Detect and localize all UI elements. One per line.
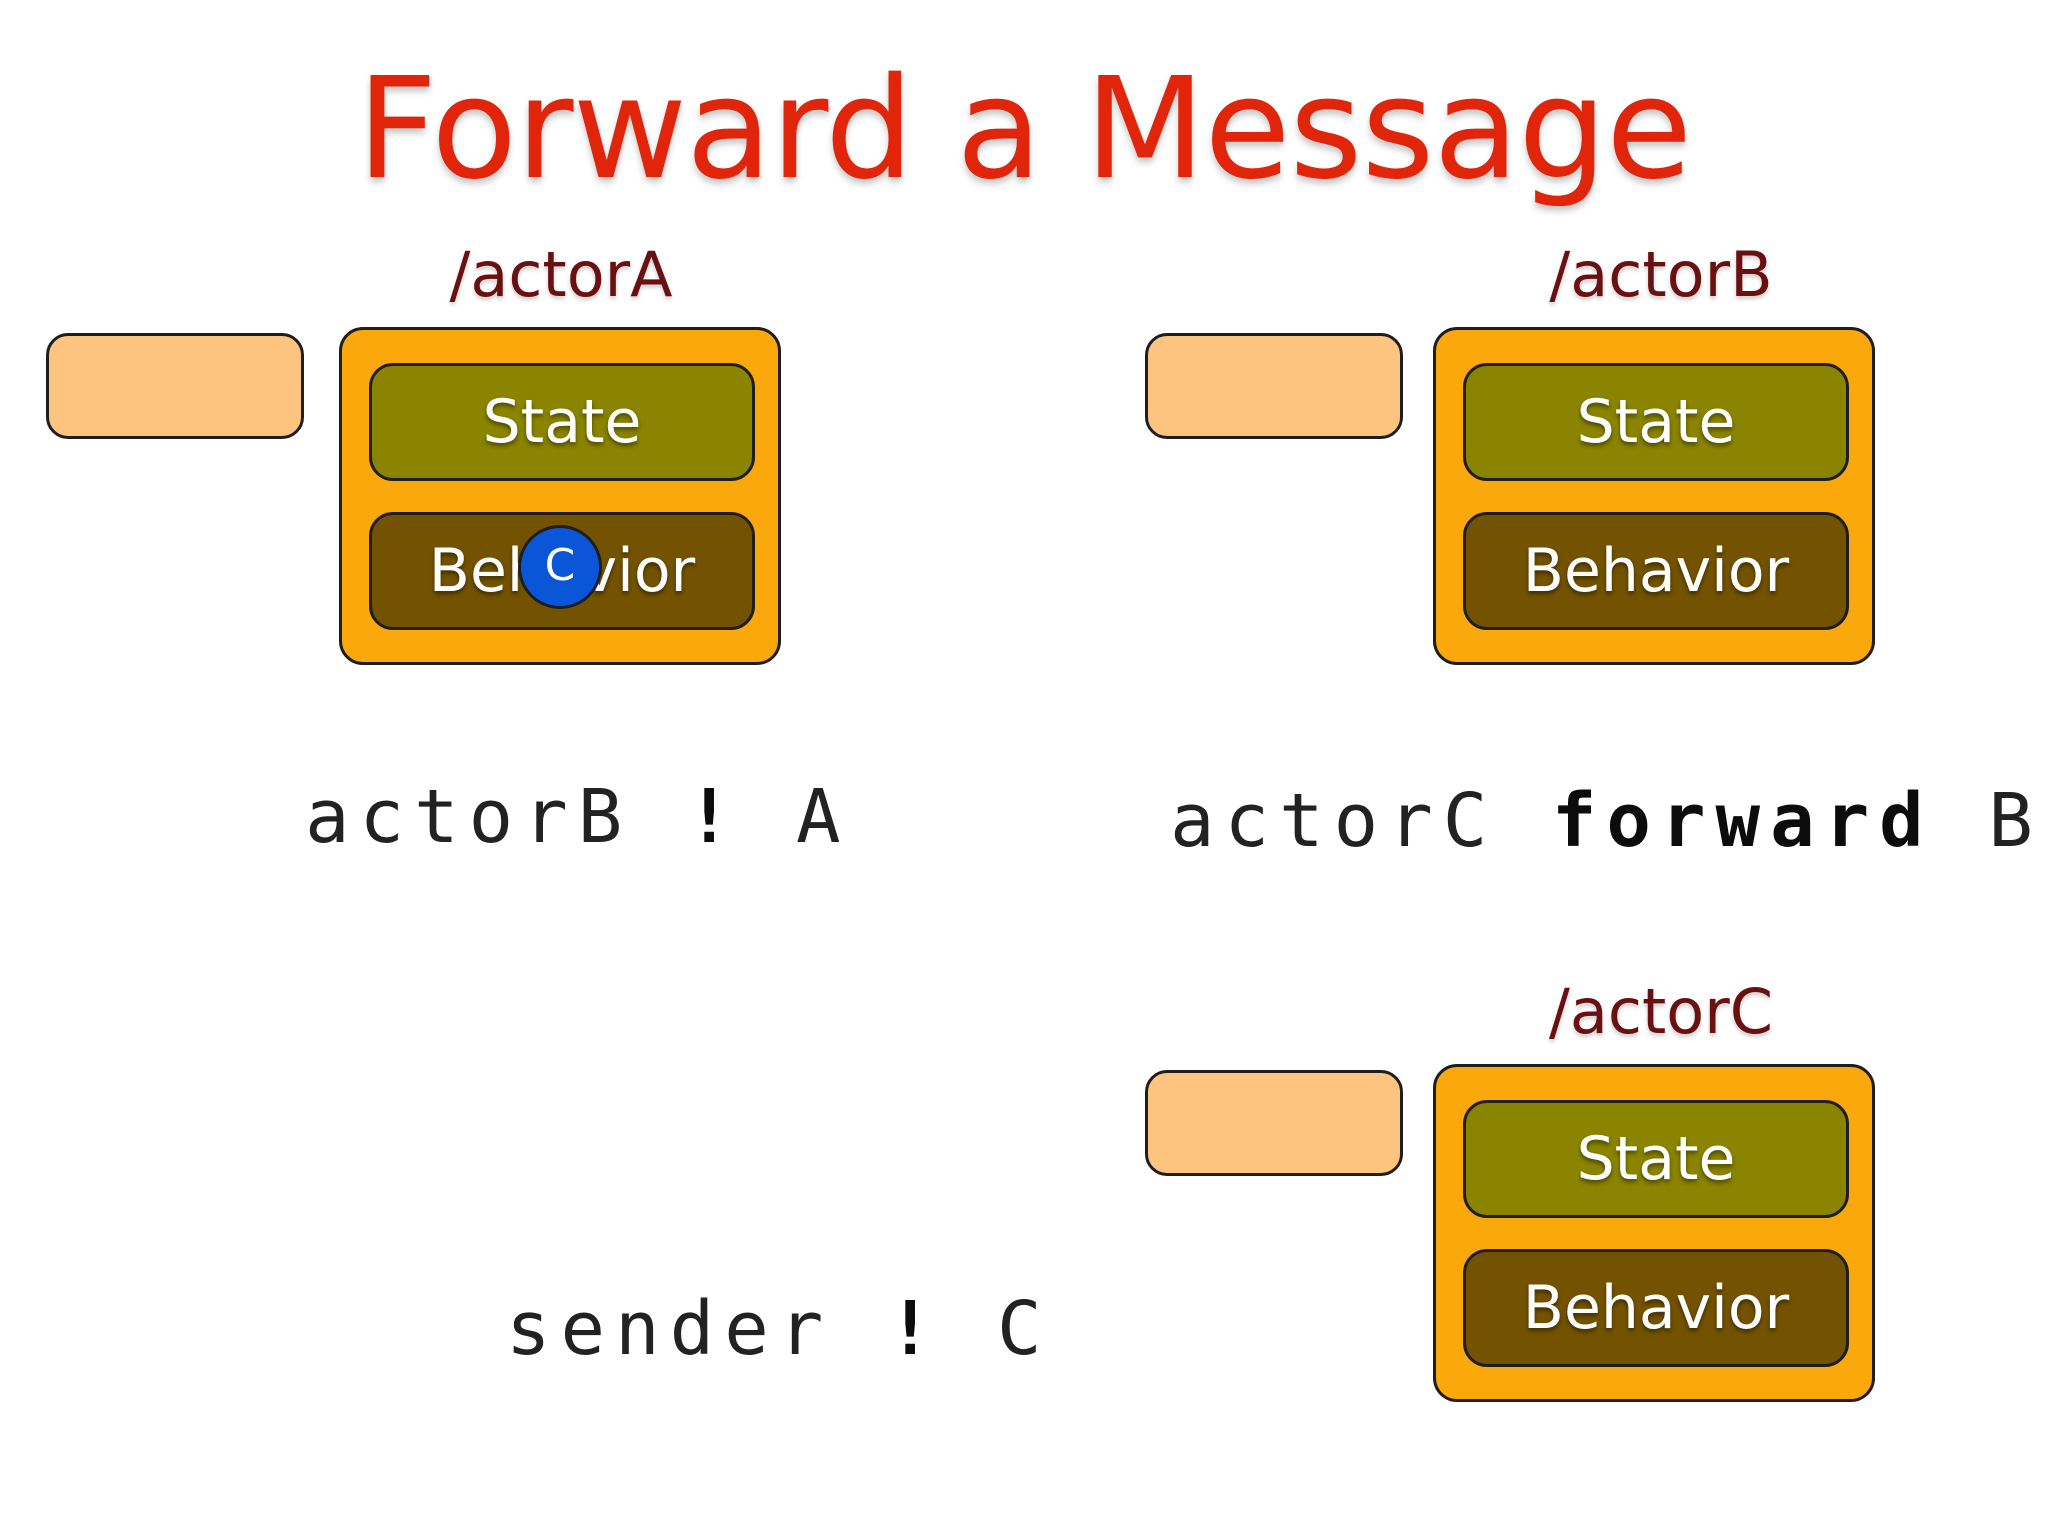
actor-c-behavior: Behavior — [1463, 1249, 1849, 1367]
actor-a-label: /actorA — [449, 238, 673, 311]
actor-b-state: State — [1463, 363, 1849, 481]
actor-b-label: /actorB — [1549, 238, 1773, 311]
code-line-3-msg: C — [997, 1286, 1052, 1372]
slide-title: Forward a Message — [356, 48, 1692, 211]
code-line-1-msg: A — [796, 774, 851, 860]
code-line-2: actorC forward B — [1170, 776, 2043, 866]
actor-c-state: State — [1463, 1100, 1849, 1218]
actor-b-behavior: Behavior — [1463, 512, 1849, 630]
message-c-circle: C — [518, 525, 602, 609]
code-line-3: sender ! C — [506, 1284, 1052, 1374]
code-line-2-target: actorC — [1170, 778, 1498, 864]
actor-c-label: /actorC — [1549, 975, 1773, 1048]
code-line-3-target: sender — [506, 1286, 834, 1372]
actor-a-box: State Behavior — [339, 327, 781, 665]
code-line-1-op: ! — [686, 774, 742, 860]
code-line-2-op: forward — [1551, 778, 1934, 864]
actor-c-box: State Behavior — [1433, 1064, 1875, 1402]
actor-c-mailbox — [1145, 1070, 1403, 1176]
actor-b-box: State Behavior — [1433, 327, 1875, 665]
actor-a-mailbox — [46, 333, 304, 439]
code-line-1-target: actorB — [305, 774, 633, 860]
actor-b-mailbox — [1145, 333, 1403, 439]
code-line-1: actorB ! A — [305, 772, 851, 862]
code-line-3-op: ! — [887, 1286, 943, 1372]
code-line-2-msg: B — [1988, 778, 2043, 864]
actor-a-state: State — [369, 363, 755, 481]
